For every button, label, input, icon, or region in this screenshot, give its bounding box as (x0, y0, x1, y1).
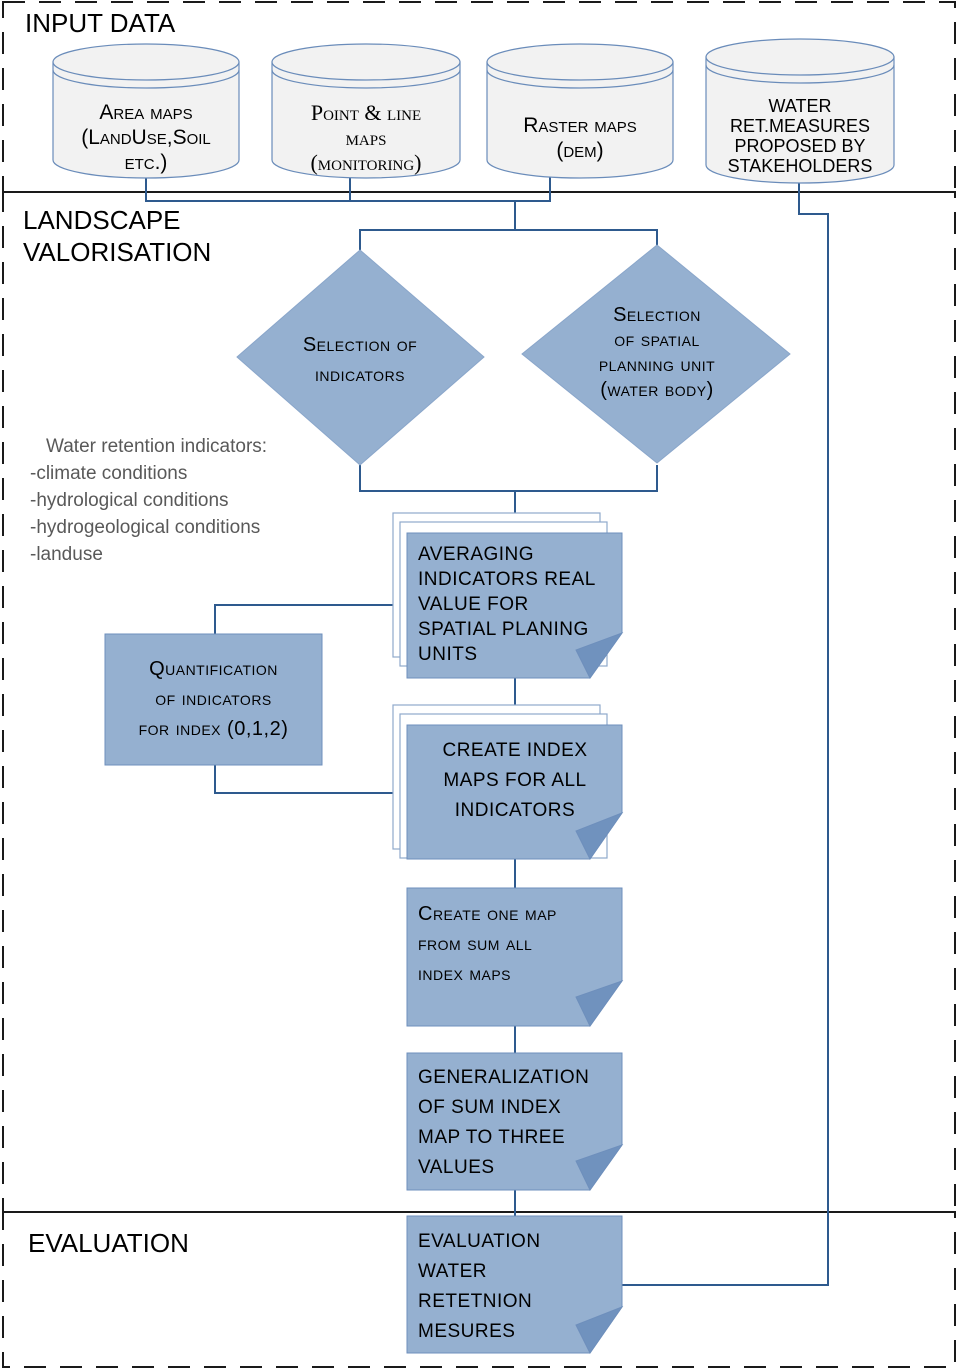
cylinder-water-retention-measures (705, 38, 895, 184)
process-line: RETETNION (418, 1291, 533, 1312)
input-measures-line: WATER (768, 96, 832, 116)
input-raster-line: (dem) (556, 139, 604, 162)
doc-evaluation-measures (406, 1215, 624, 1354)
process-line: MAPS FOR ALL (443, 770, 587, 791)
connector-stakeholders-to-eval (622, 183, 829, 1286)
input-point-line-line: (monitoring) (310, 150, 422, 175)
input-point-line-line: Point & line (310, 100, 422, 125)
process-quantification (104, 633, 323, 766)
doc-create-index-maps (406, 724, 624, 860)
input-raster-maps: Raster maps (dem) (489, 113, 671, 163)
input-measures-line: STAKEHOLDERS (727, 156, 873, 176)
decision-line: planning unit (598, 354, 716, 376)
cylinder-area-maps (52, 43, 240, 179)
input-water-retention-measures: WATER RET.MEASURES PROPOSED BY STAKEHOLD… (708, 96, 892, 176)
cylinder-point-line-maps (271, 43, 461, 179)
decision-line: of spatial (614, 329, 700, 351)
decision-selection-of-spatial-unit-label: Selection of spatial planning unit (wate… (560, 303, 754, 403)
input-area-maps-line: etc.) (124, 151, 168, 174)
process-line: UNITS (418, 644, 478, 665)
process-evaluation-measures-label: EVALUATION WATER RETETNION MESURES (418, 1227, 618, 1347)
input-area-maps: Area maps (LandUse,Soil etc.) (55, 100, 237, 175)
zone-title-input: INPUT DATA (25, 8, 176, 38)
process-quantification-label: Quantification of indicators for index (… (108, 654, 319, 744)
process-line: of indicators (155, 688, 272, 710)
process-line: index maps (418, 963, 512, 985)
process-line: INDICATORS REAL (418, 569, 596, 590)
document-nodes (406, 532, 624, 1354)
zone-input-border (2, 1, 956, 193)
process-line: VALUE FOR (418, 594, 529, 615)
decision-selection-of-indicators-label: Selection of indicators (262, 330, 458, 390)
input-cylinders (52, 38, 895, 184)
zone-title-landscape-2: VALORISATION (23, 237, 212, 267)
process-line: Create one map (418, 903, 557, 925)
zone-title-evaluation: EVALUATION (28, 1228, 189, 1258)
connectors (145, 175, 829, 1286)
process-line: VALUES (418, 1157, 495, 1178)
process-averaging-label: AVERAGING INDICATORS REAL VALUE FOR SPAT… (418, 542, 618, 667)
decision-line: indicators (314, 364, 406, 386)
process-line: AVERAGING (418, 544, 535, 565)
process-create-one-map-label: Create one map from sum all index maps (418, 899, 618, 989)
input-point-line-maps: Point & line maps (monitoring) (274, 100, 458, 175)
process-line: CREATE INDEX (442, 740, 588, 761)
process-line: INDICATORS (454, 800, 576, 821)
cylinder-raster-maps (486, 43, 674, 179)
process-line: GENERALIZATION (418, 1067, 590, 1088)
process-line: OF SUM INDEX (418, 1097, 562, 1118)
decision-line: Selection (613, 304, 701, 326)
doc-averaging (406, 532, 624, 679)
connector-inputs-bus (145, 175, 551, 202)
process-line: EVALUATION (418, 1231, 541, 1252)
process-line: for index (0,1,2) (138, 718, 289, 740)
process-line: MAP TO THREE (418, 1127, 566, 1148)
note-item: -climate conditions (30, 463, 188, 484)
process-create-index-maps-label: CREATE INDEX MAPS FOR ALL INDICATORS (410, 736, 620, 826)
input-raster-line: Raster maps (523, 114, 637, 137)
note-item: -landuse (30, 544, 103, 565)
decision-line: (water body) (600, 379, 714, 401)
connector-split (359, 229, 658, 250)
input-area-maps-line: Area maps (99, 101, 193, 124)
process-line: MESURES (418, 1321, 516, 1342)
decision-line: Selection of (302, 334, 418, 356)
decision-selection-of-spatial-unit (521, 244, 791, 464)
zone-title-landscape-1: LANDSCAPE (23, 205, 181, 235)
process-line: from sum all (418, 933, 533, 955)
input-area-maps-line: (LandUse,Soil (81, 126, 211, 149)
input-measures-line: PROPOSED BY (734, 136, 866, 156)
connector-quantification-top (214, 604, 407, 634)
doc-generalization (406, 1052, 624, 1191)
decisions (236, 244, 791, 466)
process-line: SPATIAL PLANING (418, 619, 589, 640)
zone-evaluation-border (2, 1211, 956, 1368)
note-title: Water retention indicators: (46, 436, 268, 457)
note-item: -hydrological conditions (30, 490, 229, 511)
decision-selection-of-indicators (236, 249, 485, 466)
connector-quantification-bottom (214, 765, 407, 794)
indicators-note: Water retention indicators: -climate con… (30, 433, 267, 568)
process-line: Quantification (149, 658, 278, 680)
process-line: WATER (418, 1261, 487, 1282)
input-measures-line: RET.MEASURES (729, 116, 871, 136)
doc-create-one-map (406, 887, 624, 1027)
input-point-line-line: maps (345, 125, 387, 150)
connector-decisions-join (359, 465, 658, 492)
process-generalization-label: GENERALIZATION OF SUM INDEX MAP TO THREE… (418, 1063, 618, 1183)
note-item: -hydrogeological conditions (30, 517, 261, 538)
